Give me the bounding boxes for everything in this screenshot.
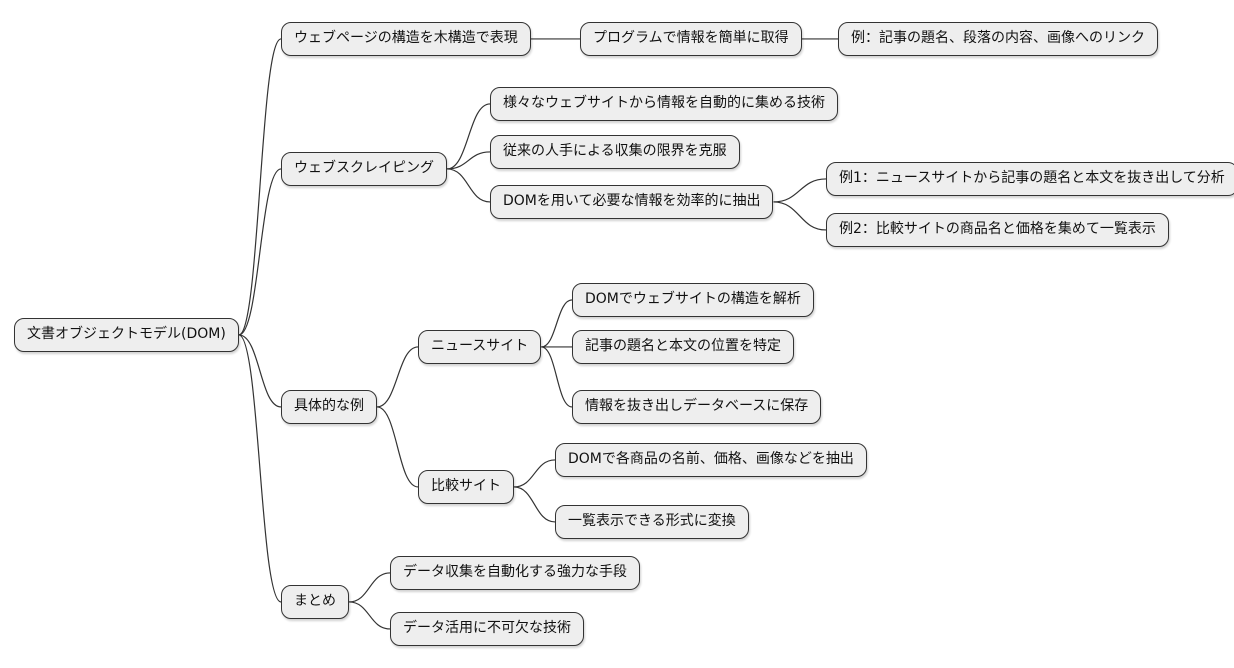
mindmap-node-n4b: データ活用に不可欠な技術 bbox=[390, 612, 584, 646]
mindmap-node-n4: まとめ bbox=[281, 585, 349, 619]
edge-n3b-to-n3b2 bbox=[513, 486, 556, 523]
mindmap-node-n2b: 従来の人手による収集の限界を克服 bbox=[490, 135, 740, 169]
edge-n3b-to-n3b1 bbox=[513, 459, 556, 488]
edge-n4-to-n4a bbox=[348, 572, 391, 603]
mindmap-node-n3a1: DOMでウェブサイトの構造を解析 bbox=[572, 283, 814, 317]
mindmap-node-n2c1: 例1：ニュースサイトから記事の題名と本文を抜き出して分析 bbox=[826, 162, 1234, 196]
mindmap-node-n1a: プログラムで情報を簡単に取得 bbox=[580, 22, 802, 56]
mindmap-node-n3b2: 一覧表示できる形式に変換 bbox=[555, 505, 749, 539]
mindmap-node-n3b: 比較サイト bbox=[418, 470, 514, 504]
mindmap-node-n3: 具体的な例 bbox=[281, 390, 377, 424]
mindmap-node-root: 文書オブジェクトモデル(DOM) bbox=[14, 318, 239, 352]
edge-n2c-to-n2c1 bbox=[773, 178, 827, 203]
mindmap-node-n4a: データ収集を自動化する強力な手段 bbox=[390, 556, 640, 590]
edge-n4-to-n4b bbox=[348, 601, 391, 630]
edge-n3a-to-n3a3 bbox=[541, 346, 573, 408]
edge-root-to-n4 bbox=[238, 334, 282, 603]
mindmap-node-n3a3: 情報を抜き出しデータベースに保存 bbox=[572, 390, 822, 424]
mindmap-node-n1: ウェブページの構造を木構造で表現 bbox=[281, 22, 531, 56]
mindmap-node-n3b1: DOMで各商品の名前、価格、画像などを抽出 bbox=[555, 443, 867, 477]
mindmap-node-n3a: ニュースサイト bbox=[418, 330, 542, 364]
edge-n3-to-n3b bbox=[376, 406, 419, 488]
mindmap-node-n2c: DOMを用いて必要な情報を効率的に抽出 bbox=[490, 185, 774, 219]
mindmap-node-n1a1: 例：記事の題名、段落の内容、画像へのリンク bbox=[838, 22, 1158, 56]
mindmap-node-n2a: 様々なウェブサイトから情報を自動的に集める技術 bbox=[490, 87, 838, 121]
edge-root-to-n2 bbox=[238, 168, 282, 336]
edge-n2c-to-n2c2 bbox=[773, 201, 827, 231]
mindmap-node-n2: ウェブスクレイピング bbox=[281, 152, 447, 186]
edge-n3-to-n3a bbox=[376, 346, 419, 408]
edge-root-to-n1 bbox=[238, 38, 282, 336]
edge-n2-to-n2c bbox=[446, 168, 491, 203]
mindmap-node-n2c2: 例2：比較サイトの商品名と価格を集めて一覧表示 bbox=[826, 213, 1169, 247]
edge-root-to-n3 bbox=[238, 334, 282, 408]
edge-n2-to-n2a bbox=[446, 103, 491, 170]
edge-n3a-to-n3a1 bbox=[541, 299, 573, 348]
edge-n2-to-n2b bbox=[446, 151, 491, 170]
mindmap-node-n3a2: 記事の題名と本文の位置を特定 bbox=[572, 330, 794, 364]
